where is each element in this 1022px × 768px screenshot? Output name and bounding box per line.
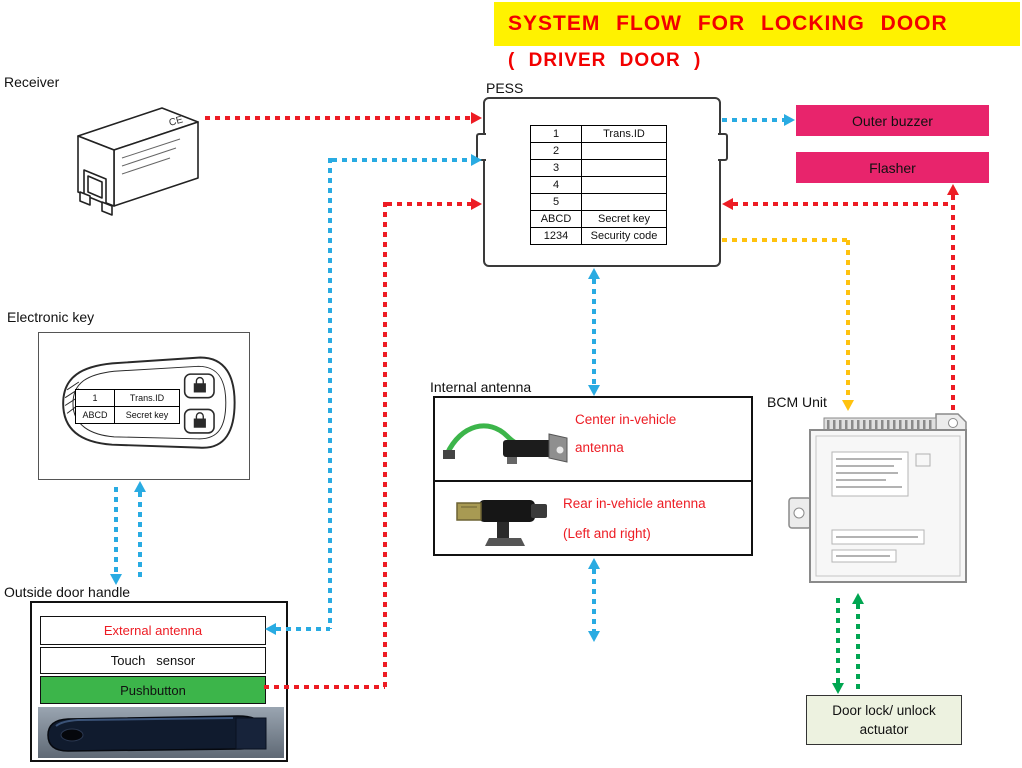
line-pess-to-bcm-v	[846, 240, 850, 400]
arrow-into-buzzer	[784, 114, 795, 126]
arrow-into-pess-from-internal-antenna	[588, 268, 600, 279]
arrow-into-key-from-handle	[134, 481, 146, 492]
arrow-into-pess-from-external-antenna	[471, 154, 482, 166]
table-row: 2	[530, 142, 667, 160]
line-pushbutton-h	[264, 685, 385, 689]
actuator-label-line1: Door lock/ unlock	[832, 703, 936, 718]
table-row: 4	[530, 176, 667, 194]
bcm-unit-label: BCM Unit	[767, 394, 827, 410]
arrow-into-handle-from-key	[110, 574, 122, 585]
internal-antenna-box: Center in-vehicle antenna Rear in-vehicl…	[433, 396, 753, 556]
outer-buzzer-box: Outer buzzer	[796, 105, 989, 136]
arrow-into-bcm	[842, 400, 854, 411]
line-receiver-to-pess	[205, 116, 471, 120]
arrow-into-actuator	[832, 683, 844, 694]
table-row: 3	[530, 159, 667, 177]
title-banner: SYSTEM FLOW FOR LOCKING DOOR	[494, 2, 1020, 46]
external-antenna-label: External antenna	[103, 623, 203, 638]
touch-sensor-row: Touch sensor	[40, 647, 266, 674]
door-handle-image-icon	[38, 707, 284, 758]
arrow-into-pess-from-receiver	[471, 112, 482, 124]
touch-sensor-label: Touch sensor	[110, 653, 196, 668]
subtitle-text: ( DRIVER DOOR )	[508, 50, 702, 71]
line-external-antenna-h	[276, 627, 330, 631]
arrow-up-below-internal-antenna	[588, 558, 600, 569]
line-pess-to-buzzer	[722, 118, 784, 122]
arrow-into-flasher	[947, 184, 959, 195]
line-below-internal-antenna	[592, 569, 596, 631]
pess-label: PESS	[486, 80, 524, 96]
arrow-down-below-internal-antenna	[588, 631, 600, 642]
electronic-key-label: Electronic key	[7, 309, 95, 325]
outside-door-handle-box: External antenna Touch sensor Pushbutton	[30, 601, 288, 762]
line-bcm-to-flasher-v	[951, 195, 955, 414]
center-antenna-caption-line2: antenna	[575, 440, 624, 455]
bcm-illustration	[786, 410, 978, 592]
arrow-into-pess-from-pushbutton	[471, 198, 482, 210]
arrow-into-external-antenna	[265, 623, 276, 635]
receiver-ce-mark: CE	[168, 114, 185, 128]
flasher-box: Flasher	[796, 152, 989, 183]
arrow-into-bcm-from-actuator	[852, 593, 864, 604]
line-bcm-to-pess-h	[733, 202, 953, 206]
center-antenna-image-icon	[443, 423, 568, 464]
receiver-label: Receiver	[4, 74, 60, 90]
pushbutton-label: Pushbutton	[120, 682, 186, 698]
arrow-into-pess-from-bcm	[722, 198, 733, 210]
pess-right-tab	[718, 133, 728, 161]
external-antenna-row: External antenna	[40, 616, 266, 645]
line-actuator-to-bcm	[856, 604, 860, 692]
door-handle-photo	[38, 707, 284, 758]
pushbutton-row: Pushbutton	[40, 676, 266, 704]
line-handle-to-key	[138, 492, 142, 578]
line-bcm-to-actuator	[836, 598, 840, 683]
rear-antenna-caption-line1: Rear in-vehicle antenna	[563, 496, 706, 511]
line-pess-to-bcm-h	[722, 238, 848, 242]
internal-antenna-label: Internal antenna	[430, 379, 532, 395]
door-lock-actuator-box: Door lock/ unlock actuator	[806, 695, 962, 745]
actuator-label-line2: actuator	[859, 722, 909, 737]
table-row: 5	[530, 193, 667, 211]
title-text: SYSTEM FLOW FOR LOCKING DOOR	[508, 12, 948, 35]
divider	[435, 480, 751, 482]
line-key-to-handle	[114, 487, 118, 574]
line-pushbutton-to-pess	[387, 202, 471, 206]
bcm-drawing-icon	[788, 413, 967, 583]
line-pess-internal-antenna	[592, 279, 596, 385]
line-external-antenna-to-pess	[332, 158, 471, 162]
flasher-label: Flasher	[869, 159, 916, 176]
receiver-illustration: CE	[50, 92, 210, 232]
center-antenna-caption-line1: Center in-vehicle	[575, 412, 677, 427]
outer-buzzer-label: Outer buzzer	[852, 112, 933, 129]
line-pushbutton-v	[383, 202, 387, 687]
rear-antenna-image-icon	[456, 500, 547, 546]
line-external-antenna-v	[328, 158, 332, 629]
outside-door-handle-label: Outside door handle	[4, 584, 131, 600]
receiver-drawing-icon: CE	[77, 107, 199, 216]
arrow-into-internal-antenna	[588, 385, 600, 396]
rear-antenna-caption-line2: (Left and right)	[563, 526, 651, 541]
